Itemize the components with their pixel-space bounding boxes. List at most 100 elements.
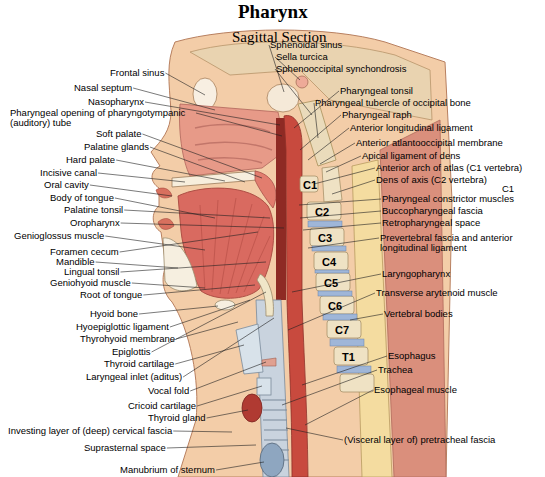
part-label: Esophagus <box>388 351 436 361</box>
vertebra-number: C4 <box>322 256 336 268</box>
part-label: (Visceral layer of) pretracheal fascia <box>344 435 495 445</box>
leader-line <box>139 306 218 314</box>
leader-line <box>197 386 262 406</box>
leader-line <box>286 428 343 440</box>
leader-line <box>300 211 381 218</box>
part-label: Incisive canal <box>40 168 97 178</box>
vocal-fold <box>262 358 276 366</box>
figure-title: Pharynx <box>238 2 308 22</box>
posterior-muscles <box>380 120 446 477</box>
leader-line <box>326 156 361 172</box>
part-label: Hyoepiglottic ligament <box>76 322 169 332</box>
part-label: Palatine tonsil <box>64 205 123 215</box>
leader-line <box>120 232 258 252</box>
part-label: Genioglossus muscle <box>14 231 104 241</box>
part-label: Trachea <box>378 365 413 375</box>
vertebra-number: C3 <box>318 232 332 244</box>
vertebra-number: C6 <box>328 300 342 312</box>
vertebra-number: T1 <box>342 351 355 363</box>
leader-line <box>292 274 381 292</box>
manubrium <box>260 443 284 477</box>
part-label: Hard palate <box>66 155 115 165</box>
vertebral-column <box>300 166 374 392</box>
part-label: Buccopharyngeal fascia <box>382 206 483 216</box>
leader-line <box>196 113 282 136</box>
leader-line <box>300 115 341 150</box>
part-label: Pharyngeal tonsil <box>340 86 413 96</box>
part-label: Anterior arch of atlas (C1 vertebra) <box>376 163 522 173</box>
vertebra-number: C1 <box>303 179 317 191</box>
vertebra-number: C5 <box>324 277 338 289</box>
leader-line <box>150 147 245 182</box>
clivus <box>298 100 336 166</box>
leader-line <box>120 262 266 272</box>
leader-line <box>288 293 375 330</box>
part-label: Laryngeal inlet (aditus) <box>86 372 182 382</box>
leader-line <box>132 283 205 288</box>
part-label: Cricoid cartilage <box>128 401 196 411</box>
part-label: Pharyngeal opening of pharyngotympanic (… <box>10 108 195 128</box>
part-label: Root of tongue <box>80 290 142 300</box>
part-label: Foramen cecum <box>50 247 119 257</box>
part-label: Esophageal muscle <box>374 385 457 395</box>
part-label: Thyrohyoid membrane <box>80 334 175 344</box>
part-label: Geniohyoid muscle <box>50 278 131 288</box>
leader-line <box>167 445 256 448</box>
nasal-cavity <box>179 104 286 176</box>
pharyngeal-wall <box>284 116 308 477</box>
epiglottis <box>257 274 273 316</box>
leader-line <box>332 180 375 194</box>
part-label: Epiglottis <box>112 347 151 357</box>
part-label: Thyroid cartilage <box>104 359 174 369</box>
leader-line <box>175 345 244 364</box>
part-label: Vocal fold <box>148 386 189 396</box>
leader-line <box>303 223 381 230</box>
leader-line <box>308 128 349 160</box>
leader-line <box>207 410 248 418</box>
part-label: Sphenoidal sinus <box>270 40 342 50</box>
leader-line <box>299 199 381 205</box>
leader-line <box>124 210 270 218</box>
part-label: Prevertebral fascia and anterior longitu… <box>380 233 540 253</box>
leader-line <box>98 173 185 182</box>
vertebra-number: C7 <box>335 324 349 336</box>
part-label: Manubrium of sternum <box>120 465 215 475</box>
leader-line <box>216 462 264 470</box>
leader-line <box>314 103 318 138</box>
part-label: Dens of axis (C2 vertebra) <box>376 175 487 185</box>
part-label: Vertebral bodies <box>384 309 453 319</box>
part-label: Frontal sinus <box>110 68 164 78</box>
part-label: Nasopharynx <box>88 97 144 107</box>
part-label: Soft palate <box>96 129 141 139</box>
thyroid-gland <box>242 394 262 422</box>
part-label: Palatine glands <box>84 142 149 152</box>
part-label: Body of tongue <box>50 193 114 203</box>
part-label: C1 <box>502 184 514 194</box>
leader-line <box>165 73 205 95</box>
pharyngeal-lumen <box>276 118 286 300</box>
leader-line <box>350 314 383 320</box>
part-label: Pharyngeal tubercle of occipital bone <box>315 98 471 108</box>
vertebra-number: C2 <box>315 206 329 218</box>
part-label: Lingual tonsil <box>64 267 119 277</box>
part-label: Hyoid bone <box>90 309 138 319</box>
part-label: Laryngopharynx <box>382 269 450 279</box>
part-label: Thyroid gland <box>148 413 206 423</box>
leader-line <box>305 390 373 425</box>
leader-line <box>183 318 274 377</box>
leader-line <box>176 322 238 339</box>
leader-line <box>142 134 262 178</box>
part-label: Nasal septum <box>74 83 132 93</box>
cricoid-cartilage <box>257 378 271 395</box>
part-label: Mandible <box>56 257 95 267</box>
leader-line <box>116 160 225 181</box>
leader-line <box>282 370 377 405</box>
leader-line <box>105 236 205 250</box>
leader-line <box>190 362 266 391</box>
part-label: Retropharyngeal space <box>382 218 480 228</box>
part-label: Pharyngeal raph <box>342 110 412 120</box>
part-label: Anterior longitudinal ligament <box>350 123 473 133</box>
part-label: Investing layer of (deep) cervical fasci… <box>8 426 172 436</box>
part-label: Oropharynx <box>70 218 120 228</box>
